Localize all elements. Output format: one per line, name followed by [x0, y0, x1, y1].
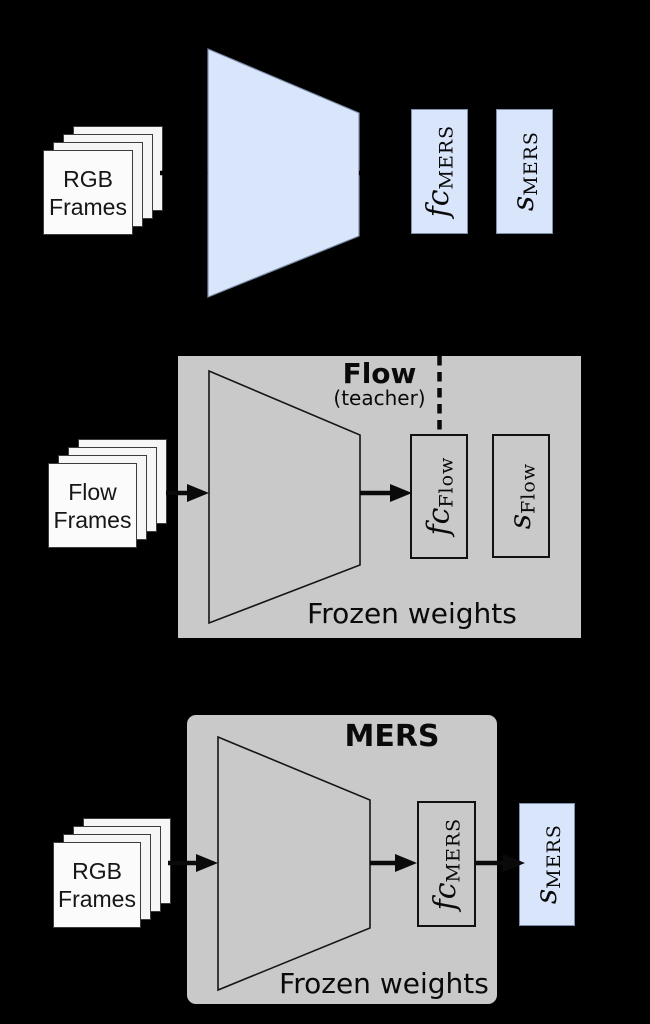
frames-label-line2: Frames [58, 886, 136, 912]
fc-mers-box-top: fcMERS [411, 109, 468, 234]
frames-label-line2: Frames [49, 193, 127, 220]
frame-sheet-front: RGB Frames [53, 842, 141, 928]
s-flow-box: sFlow [492, 434, 550, 558]
cnn-trapezoid-top [207, 48, 360, 298]
arrow-frames-to-cnn-top [160, 164, 208, 182]
frames-label-line1: RGB [72, 858, 122, 884]
fc-mers-box-bottom: fcMERS [417, 801, 476, 927]
s-mers-box-top: sMERS [496, 109, 553, 234]
fc-mers-label-bottom: fcMERS [428, 817, 465, 911]
s-mers-label-bottom: sMERS [528, 824, 566, 905]
frame-sheet-front: Flow Frames [48, 463, 137, 548]
s-mers-box-bottom: sMERS [519, 803, 575, 926]
mers-title: MERS [344, 719, 440, 754]
mers-frozen-weights-label: Frozen weights [279, 967, 489, 1000]
teacher-subtitle: (teacher) [333, 386, 426, 410]
fc-mers-label-top: fcMERS [421, 125, 458, 218]
frames-label-line1: Flow [68, 478, 117, 505]
teacher-frozen-weights-label: Frozen weights [307, 597, 517, 630]
fc-flow-label: fcFlow [420, 457, 458, 536]
s-flow-label: sFlow [502, 462, 540, 530]
fc-flow-box: fcFlow [410, 434, 468, 559]
frames-label-line2: Frames [53, 506, 132, 533]
frame-sheet-front: RGB Frames [43, 150, 133, 235]
frames-label-line1: RGB [63, 165, 113, 192]
s-mers-label-top: sMERS [506, 131, 543, 212]
arrow-cnn-to-fc-top [359, 164, 411, 182]
